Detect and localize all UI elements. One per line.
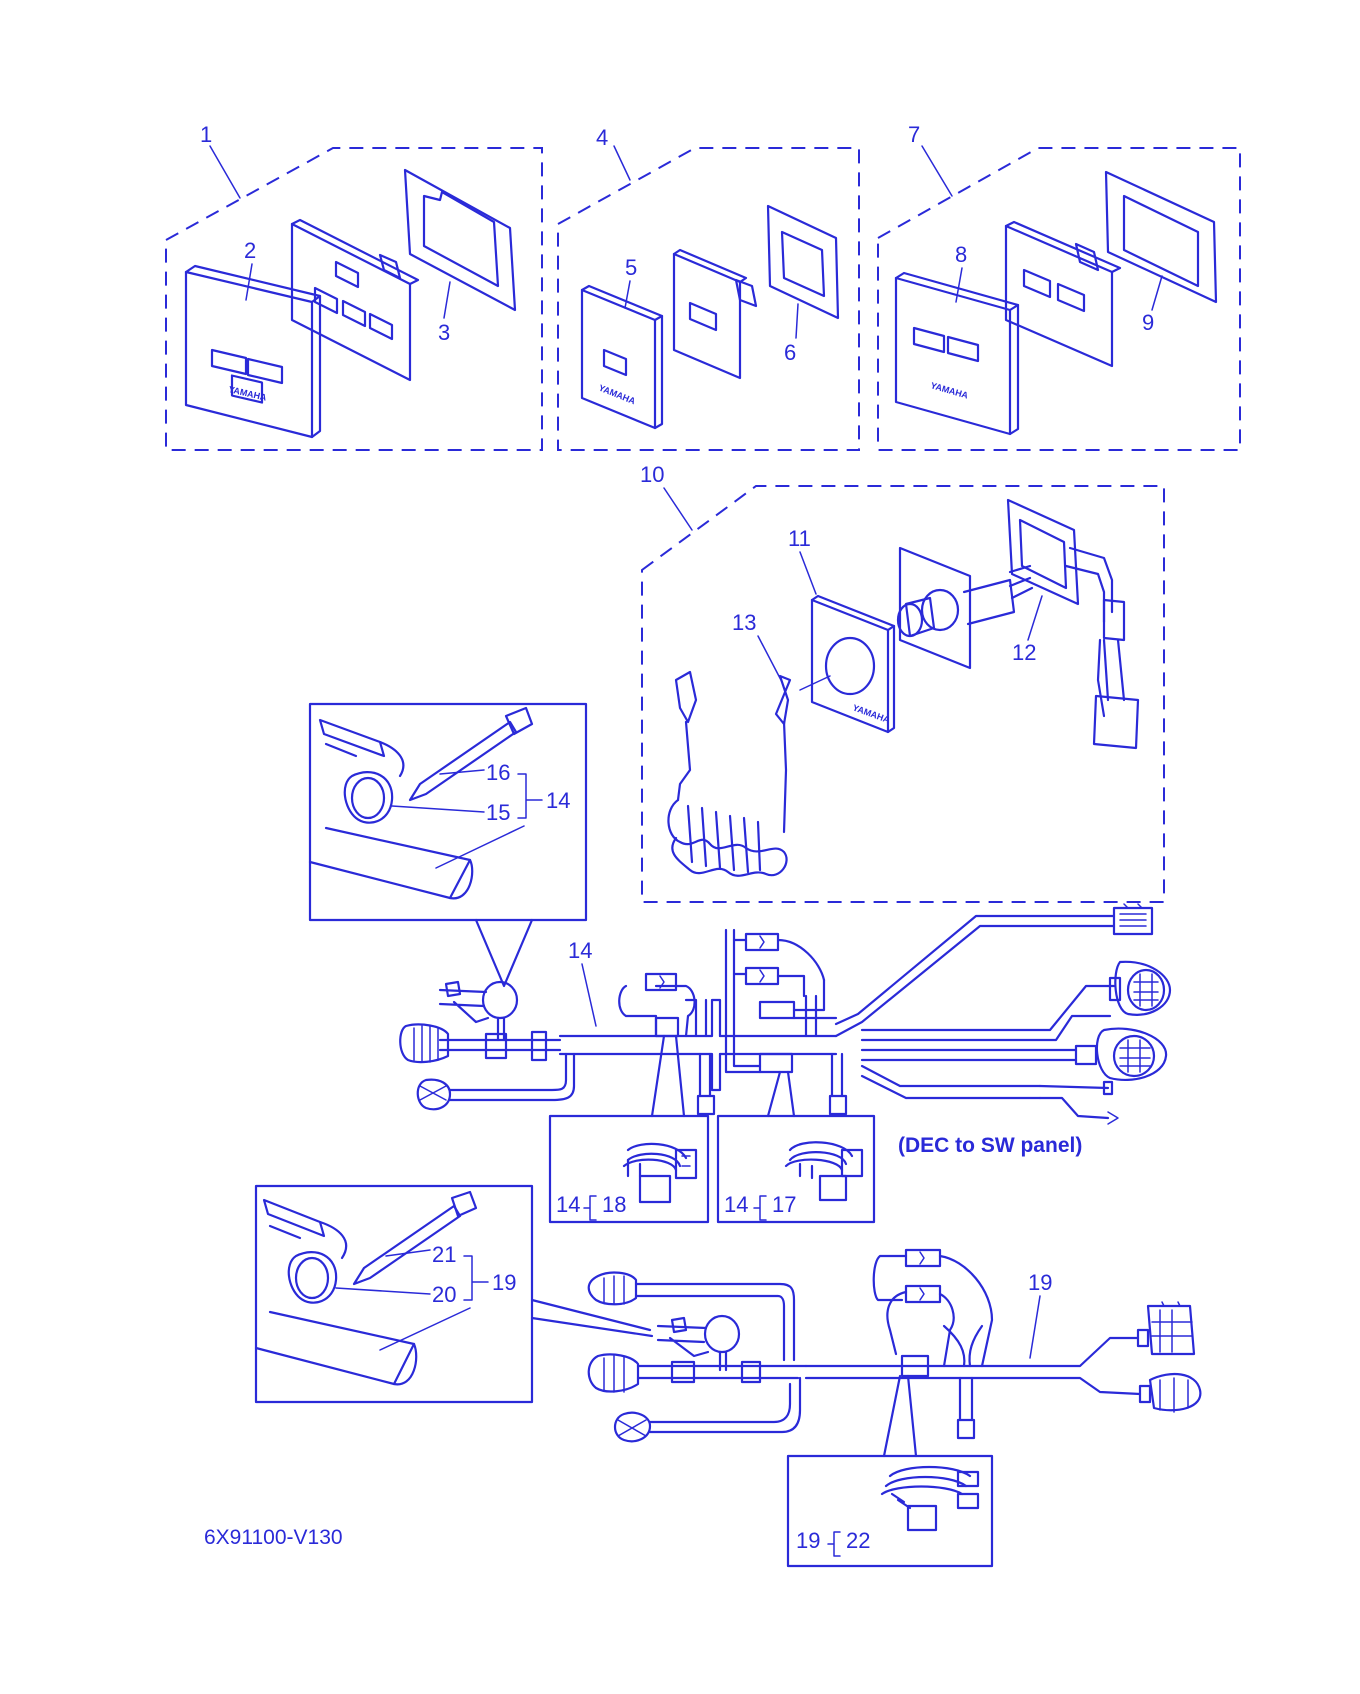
panel-brand-11: YAMAHA xyxy=(851,702,891,725)
gasket-part-6 xyxy=(766,204,840,320)
callout-10: 10 xyxy=(640,462,664,487)
callout-4: 4 xyxy=(596,125,608,150)
switch-body-4 xyxy=(672,248,758,380)
callout-16: 16 xyxy=(486,760,510,785)
panel-brand-8: YAMAHA xyxy=(929,380,969,400)
bezel-part-5: YAMAHA xyxy=(580,284,664,430)
note-dec-to-sw-panel: (DEC to SW panel) xyxy=(898,1134,1082,1157)
callout-21: 21 xyxy=(432,1242,456,1267)
callout-19-inset: 19 xyxy=(492,1270,516,1295)
switch-body-1 xyxy=(290,218,420,382)
panel-brand-5: YAMAHA xyxy=(597,383,637,407)
group-1-switch-panel: 1 YAMAHA 2 3 xyxy=(165,122,543,451)
group-10-main-switch: 10 YAMAHA 11 12 xyxy=(640,462,1165,903)
group-4-switch-panel: 4 YAMAHA 5 6 xyxy=(557,125,860,451)
callout-14-inset: 14 xyxy=(546,788,570,813)
callout-15: 15 xyxy=(486,800,510,825)
callout-6: 6 xyxy=(784,340,796,365)
gasket-part-9 xyxy=(1104,170,1218,304)
callout-7: 7 xyxy=(908,122,920,147)
callout-14-kit17: 14 xyxy=(724,1192,748,1217)
kit-19-22: 19 22 xyxy=(786,1454,994,1568)
callout-1: 1 xyxy=(200,122,212,147)
callout-18: 18 xyxy=(602,1192,626,1217)
lanyard-part-13 xyxy=(667,670,831,877)
callout-17: 17 xyxy=(772,1192,796,1217)
callout-13: 13 xyxy=(732,610,756,635)
callout-9: 9 xyxy=(1142,310,1154,335)
bezel-part-2: YAMAHA xyxy=(184,264,322,439)
inset-19-detail: 21 20 19 xyxy=(254,1184,654,1404)
callout-12: 12 xyxy=(1012,640,1036,665)
callout-19-harness: 19 xyxy=(1028,1270,1052,1295)
group-7-switch-panel: 7 YAMAHA 8 9 xyxy=(877,122,1241,451)
callout-14-kit18: 14 xyxy=(556,1192,580,1217)
bezel-part-11: YAMAHA xyxy=(810,594,896,734)
callout-22: 22 xyxy=(846,1528,870,1553)
main-switch-part-12 xyxy=(896,498,1140,750)
callout-5: 5 xyxy=(625,255,637,280)
inset-14-detail: 16 15 14 xyxy=(308,702,588,988)
switch-body-7 xyxy=(1004,220,1122,368)
harness-19: 19 xyxy=(587,1248,1202,1458)
gasket-part-3 xyxy=(403,168,517,312)
callout-2: 2 xyxy=(244,238,256,263)
kit-14-18: 14 18 xyxy=(548,1114,710,1224)
callout-3: 3 xyxy=(438,320,450,345)
callout-8: 8 xyxy=(955,242,967,267)
callout-19-kit22: 19 xyxy=(796,1528,820,1553)
callout-11: 11 xyxy=(788,526,811,551)
callout-14-harness: 14 xyxy=(568,938,592,963)
kit-14-17: 14 17 xyxy=(716,1114,876,1224)
harness-14: 14 xyxy=(399,903,1172,1125)
drawing-code: 6X91100-V130 xyxy=(204,1526,343,1549)
callout-20: 20 xyxy=(432,1282,456,1307)
